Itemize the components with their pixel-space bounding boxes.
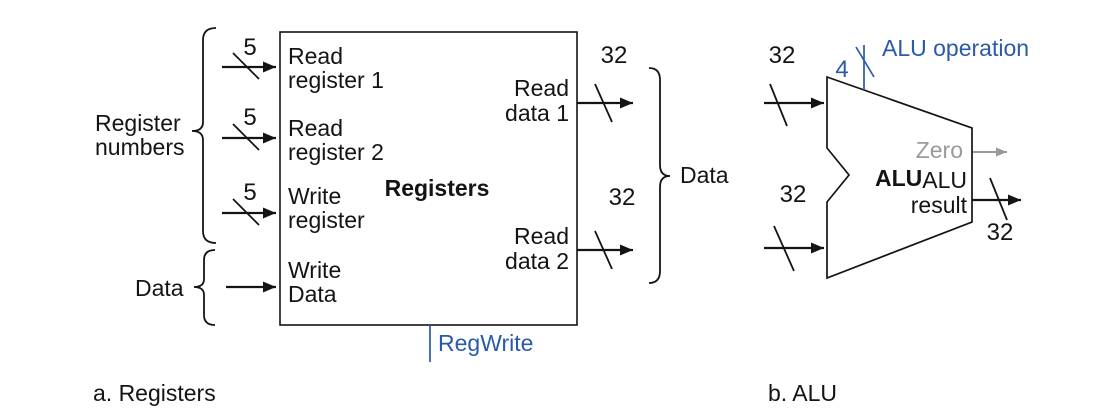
- caption-registers: a. Registers: [93, 380, 216, 406]
- registers-title: Registers: [384, 175, 490, 201]
- read-data-brace: [648, 67, 671, 284]
- bus-width-label: 5: [243, 179, 257, 206]
- bus-width-label: 5: [243, 104, 257, 131]
- alu-operation-bus-slash: [855, 46, 875, 78]
- bus-slash: [989, 177, 1008, 221]
- registers-box: [279, 31, 578, 326]
- write-data-group-label: Data: [135, 275, 184, 301]
- bus-width-label: 32: [600, 42, 628, 69]
- register-numbers-brace: [191, 27, 217, 244]
- bus-width-label: 32: [986, 219, 1014, 246]
- alu-operation-signal-label: ALU operation: [882, 35, 1030, 61]
- alu-graphics: [764, 45, 1021, 280]
- alu-operation-bus-width-label: 4: [835, 56, 849, 83]
- bus-width-label: 32: [779, 181, 807, 208]
- data-output-group-label: Data: [680, 162, 729, 188]
- bus-slash: [232, 198, 260, 226]
- bus-slash: [594, 230, 613, 270]
- bus-width-label: 32: [768, 42, 796, 69]
- registers-graphics: [191, 27, 671, 362]
- alu-body: [826, 75, 973, 280]
- bus-width-label: 32: [608, 184, 636, 211]
- bus-slash: [594, 83, 613, 123]
- regwrite-signal-label: RegWrite: [438, 330, 534, 356]
- alu-unit-label: ALU: [875, 165, 923, 191]
- bus-slash: [769, 83, 788, 127]
- zero-flag-label: Zero: [915, 137, 963, 163]
- caption-alu: b. ALU: [768, 380, 838, 406]
- bus-slash: [232, 123, 260, 151]
- bus-slash: [773, 225, 795, 272]
- bus-width-label: 5: [243, 34, 257, 61]
- write-data-brace: [193, 249, 216, 326]
- bus-slash: [232, 52, 260, 80]
